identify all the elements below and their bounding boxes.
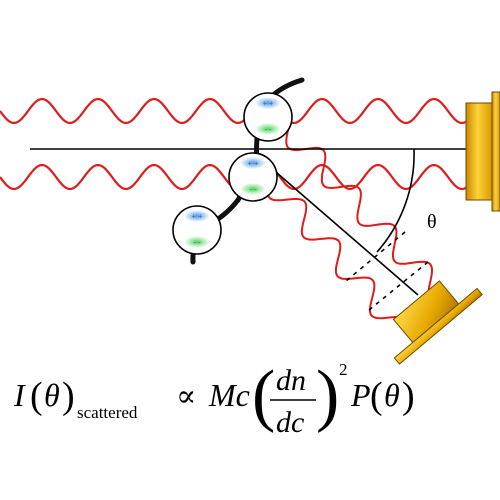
- scattered-wave-2: [266, 179, 410, 323]
- svg-text:- -: - -: [249, 185, 257, 194]
- eq-big-paren-close: ): [316, 357, 339, 434]
- detector-aperture-dashed-1: [345, 231, 406, 282]
- eq-pf-theta: θ: [384, 377, 400, 413]
- polarized-particle-middle: + + - -: [228, 152, 278, 202]
- svg-text:+ +: + +: [191, 212, 203, 221]
- eq-numerator: dn: [276, 364, 306, 397]
- svg-text:+ +: + +: [262, 99, 274, 108]
- eq-mass-conc: Mc: [208, 377, 250, 413]
- angle-label: θ: [427, 211, 437, 233]
- scattering-direction-line: [261, 159, 419, 296]
- eq-power: 2: [339, 360, 348, 379]
- eq-proportional: ∝: [176, 380, 196, 413]
- transmitted-beam-detector: [465, 91, 500, 212]
- eq-theta: θ: [44, 377, 60, 413]
- polarized-particle-bottom: + + - -: [172, 205, 222, 255]
- eq-big-paren-open: (: [252, 357, 275, 434]
- eq-denominator: dc: [276, 406, 304, 439]
- svg-text:+ +: + +: [247, 159, 259, 168]
- incident-wave-upper: [0, 97, 467, 125]
- svg-text:- -: - -: [193, 238, 201, 247]
- scattered-light-detector: [392, 280, 483, 365]
- scattered-wave-1: [285, 129, 433, 297]
- eq-pf-open: (: [370, 375, 383, 417]
- scattering-angle-arc: [376, 148, 415, 253]
- polarized-particle-top: + + - -: [243, 92, 293, 142]
- eq-intensity: I: [13, 377, 26, 413]
- eq-pf-close: ): [402, 375, 415, 417]
- eq-form-factor: P: [350, 377, 371, 413]
- eq-subscript: scattered: [77, 403, 138, 422]
- eq-paren-close: ): [62, 375, 75, 417]
- scattering-intensity-equation: I ( θ ) scattered ∝ Mc ( dn dc ) 2 P ( θ…: [13, 357, 415, 439]
- detector-aperture-dashed-2: [368, 261, 429, 311]
- eq-paren-open: (: [30, 375, 43, 417]
- svg-text:- -: - -: [264, 125, 272, 134]
